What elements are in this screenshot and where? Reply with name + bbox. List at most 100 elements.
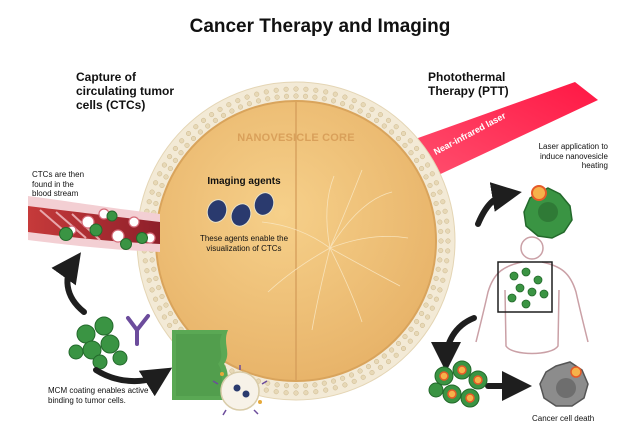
lipid-head xyxy=(389,347,395,353)
death-note: Cancer cell death xyxy=(532,414,595,423)
lipid-head xyxy=(369,370,375,376)
imaging-agents xyxy=(206,192,275,227)
lipid-head xyxy=(340,375,346,381)
lipid-head xyxy=(157,171,163,177)
lipid-head xyxy=(172,145,178,152)
body-head xyxy=(520,236,544,260)
lipid-head xyxy=(445,238,451,244)
lipid-head xyxy=(184,142,190,148)
mcm-patch xyxy=(172,330,268,416)
lipid-head xyxy=(172,319,178,325)
lipid-head xyxy=(438,238,444,244)
lipid-head xyxy=(167,165,173,172)
lipid-head xyxy=(425,162,431,168)
lipid-head xyxy=(444,258,450,264)
lipid-head xyxy=(407,338,413,344)
lipid-head xyxy=(385,117,392,123)
imaging-agent xyxy=(206,199,228,223)
tumor-zoom-frame xyxy=(497,261,553,313)
lipid-head xyxy=(265,96,271,102)
lipid-head xyxy=(429,305,435,311)
lipid-head xyxy=(442,268,448,274)
lipid-head xyxy=(146,199,152,205)
lipid-head xyxy=(255,98,262,104)
lipid-head xyxy=(433,180,439,186)
lipid-head xyxy=(254,91,260,97)
lipid-head xyxy=(437,219,443,225)
lipid-head xyxy=(323,387,329,393)
lipid-head xyxy=(444,218,450,224)
heated-tumor-cell xyxy=(523,185,573,239)
lipid-head xyxy=(440,277,446,283)
lipid-head xyxy=(332,91,338,97)
lipid-head xyxy=(435,266,441,272)
capture-heading: Capture of circulating tumor cells (CTCs… xyxy=(76,70,175,112)
lipid-head xyxy=(393,124,399,130)
laser-note: Laser application to induce nanovesicle … xyxy=(538,142,608,170)
lipid-head xyxy=(293,390,299,396)
lipid-head xyxy=(377,364,383,370)
lipid-head xyxy=(235,98,241,104)
lipid-head xyxy=(351,378,357,384)
lipid-head xyxy=(435,210,441,216)
arrow-core-to-heating xyxy=(475,182,522,227)
dead-cancer-cell xyxy=(539,361,589,407)
lipid-head xyxy=(149,257,155,263)
lipid-head xyxy=(313,87,319,93)
lipid-head xyxy=(303,86,309,92)
lipid-head xyxy=(237,104,244,110)
lipid-head xyxy=(445,228,451,234)
lipid-head xyxy=(149,287,155,293)
lipid-head xyxy=(445,248,451,254)
lipid-head xyxy=(381,353,387,359)
lipid-head xyxy=(414,145,420,152)
lipid-head xyxy=(226,102,232,108)
lipid-head xyxy=(274,382,280,388)
lipid-head xyxy=(263,89,269,95)
lipid-head xyxy=(153,275,159,282)
lipid-head xyxy=(172,157,178,163)
lipid-head xyxy=(274,94,280,100)
lipid-head xyxy=(167,310,173,317)
lipid-head xyxy=(229,108,235,114)
lipid-head xyxy=(263,387,269,393)
lipid-head xyxy=(342,382,348,388)
loaded-tumor-cells xyxy=(428,360,488,408)
lipid-head xyxy=(293,383,299,389)
lipid-head xyxy=(414,157,420,163)
arrow-body-to-cells xyxy=(431,315,477,372)
lipid-head xyxy=(351,98,357,104)
lipid-head xyxy=(419,165,425,172)
lipid-head xyxy=(414,319,420,325)
lipid-head xyxy=(408,150,414,156)
lipid-head xyxy=(357,108,363,114)
lipid-head xyxy=(419,322,425,328)
lipid-head xyxy=(283,86,289,92)
ptt-heading: Photothermal Therapy (PTT) xyxy=(428,70,509,98)
lipid-head xyxy=(395,340,402,347)
lipid-head xyxy=(402,142,408,148)
lipid-head xyxy=(437,257,443,263)
lipid-head xyxy=(321,380,327,386)
lipid-head xyxy=(302,93,309,99)
vessel-ctc-cells xyxy=(59,210,148,250)
arrow-cluster-to-mcm xyxy=(93,367,173,397)
lipid-head xyxy=(323,89,329,95)
lipid-head xyxy=(156,285,162,291)
lipid-head xyxy=(427,293,433,300)
lipid-head xyxy=(244,94,250,100)
lipid-head xyxy=(185,130,192,137)
human-body xyxy=(475,236,589,355)
lipid-head xyxy=(408,326,414,332)
lipid-head xyxy=(433,200,439,207)
lipid-head xyxy=(321,96,327,102)
lipid-head xyxy=(427,182,433,189)
imaging-agent xyxy=(230,203,252,227)
lipid-head xyxy=(393,352,399,358)
lipid-head xyxy=(156,191,162,197)
lipid-head xyxy=(312,94,318,100)
lipid-head xyxy=(423,174,429,180)
mcm-note: MCM coating enables active binding to tu… xyxy=(48,386,149,405)
lipid-head xyxy=(273,389,279,395)
